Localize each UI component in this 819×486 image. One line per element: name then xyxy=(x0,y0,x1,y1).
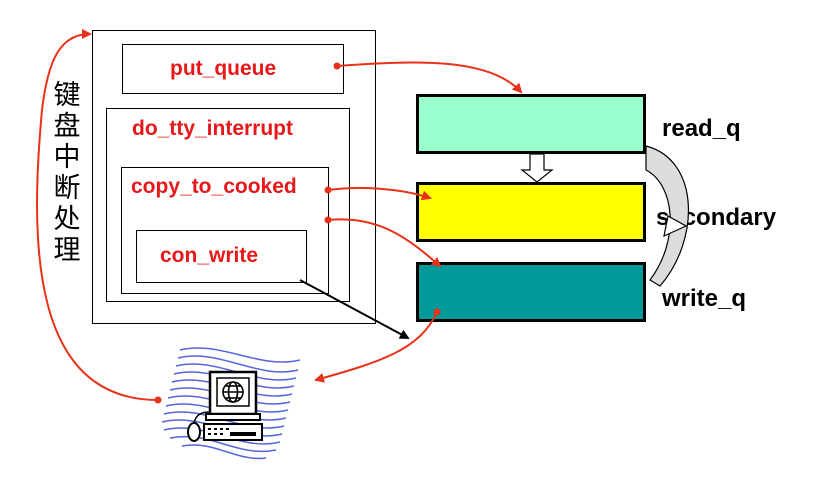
secondary-box xyxy=(416,182,646,242)
write-q-arrow-start xyxy=(433,308,441,316)
keyboard-interrupt-side-label: 键盘中断处理 xyxy=(53,80,81,266)
put-queue-to-read-q-arrow xyxy=(336,61,523,94)
copy-to-secondary-arrow-start xyxy=(324,186,332,194)
put-queue-box xyxy=(122,44,344,94)
read-q-box xyxy=(416,94,646,154)
computer-terminal-icon xyxy=(161,347,301,460)
write-q-box xyxy=(416,262,646,322)
read-to-secondary-hollow-arrow xyxy=(520,153,554,183)
copy-to-write-q-arrow-start xyxy=(324,216,332,224)
keyboard-input-arrow-start xyxy=(154,396,162,404)
copy-to-secondary-arrow xyxy=(327,187,432,201)
con-write-label: con_write xyxy=(160,244,259,267)
globe-icon xyxy=(222,381,244,403)
write-q-label: write_q xyxy=(662,285,747,312)
copy-to-write-q-arrow xyxy=(327,218,442,268)
read-q-label: read_q xyxy=(662,115,741,142)
con-write-arrow xyxy=(299,279,410,339)
do-tty-interrupt-label: do_tty_interrupt xyxy=(132,117,294,140)
echo-curve-arrow xyxy=(645,145,690,287)
copy-to-cooked-label: copy_to_cooked xyxy=(131,175,297,198)
con-write-box xyxy=(136,230,307,283)
put-queue-arrow-start xyxy=(333,62,341,70)
put-queue-label: put_queue xyxy=(170,57,277,80)
keyboard-input-arrow xyxy=(36,29,159,401)
write-q-to-terminal-arrow xyxy=(314,311,438,383)
